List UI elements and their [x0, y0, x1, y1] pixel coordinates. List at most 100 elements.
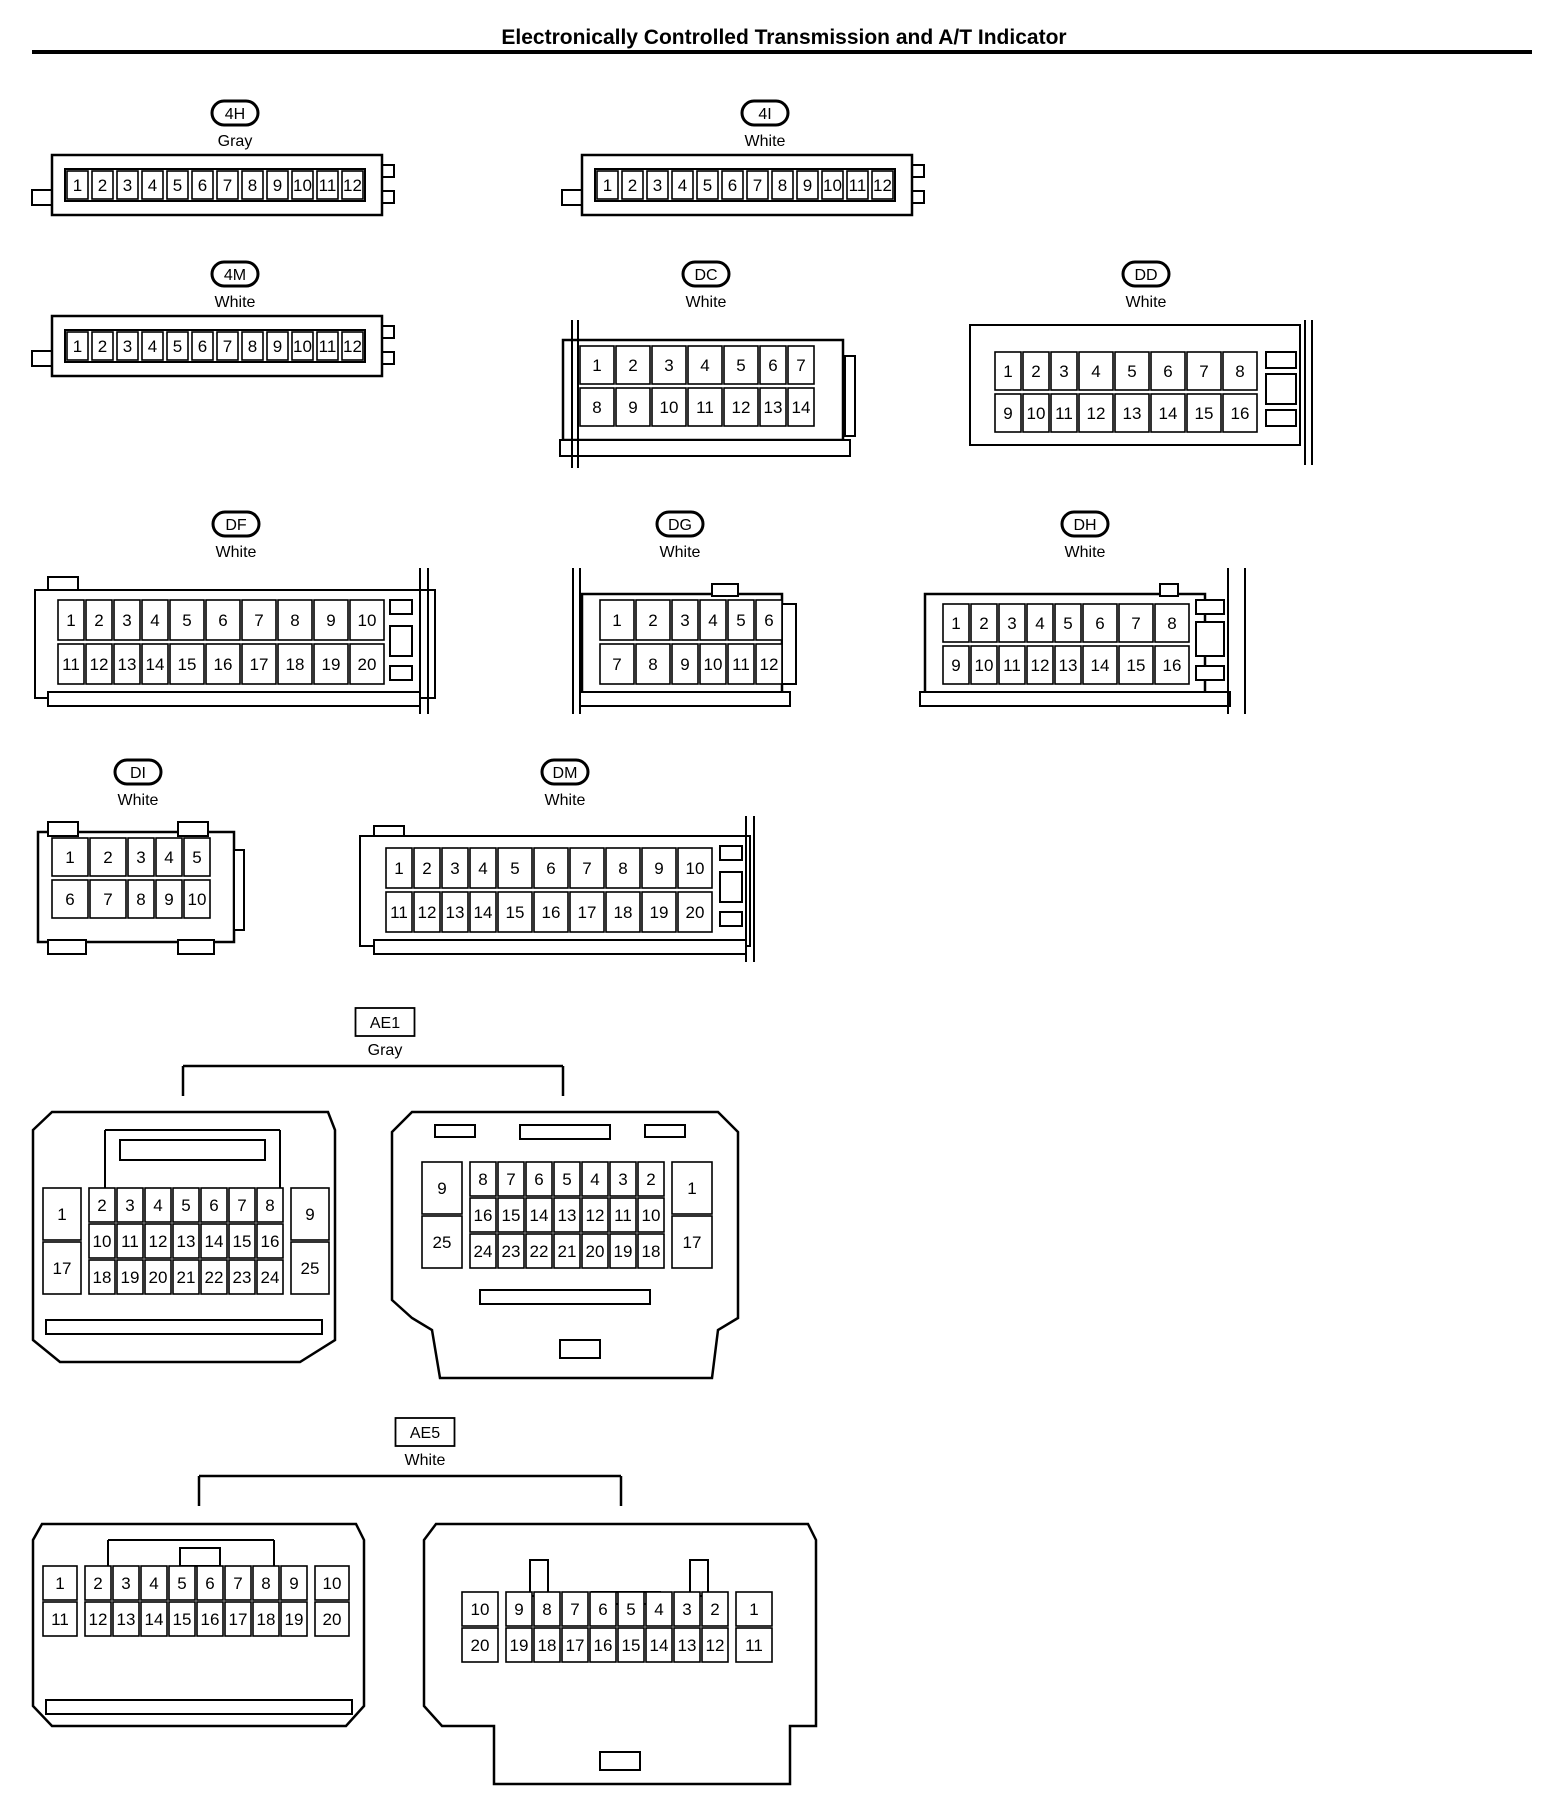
pin-number: 4 — [1091, 362, 1100, 381]
pin-number: 11 — [51, 1610, 69, 1629]
pin-box — [1078, 351, 1114, 391]
pin-cell: 4 — [141, 170, 164, 200]
pin-number: 15 — [178, 655, 197, 674]
pin-cell: 22 — [200, 1259, 228, 1295]
pin-cell: 8 — [252, 1565, 280, 1601]
pin-cell: 10 — [88, 1223, 116, 1259]
connector-color: Gray — [218, 133, 253, 150]
pin-number: 3 — [680, 611, 689, 630]
pin-cell: 8 — [256, 1187, 284, 1223]
pin-cell: 15 — [228, 1223, 256, 1259]
pin-cell: 1 — [735, 1591, 773, 1627]
connector-code: DH — [1073, 517, 1096, 534]
pin-box — [671, 643, 699, 685]
connector-color: White — [686, 294, 727, 311]
pin-cell: 21 — [553, 1233, 581, 1269]
pin-cell: 2 — [635, 599, 671, 641]
pin-box — [787, 345, 815, 385]
pin-cell: 7 — [569, 847, 605, 889]
pin-number: 8 — [290, 611, 299, 630]
pin-box — [651, 345, 687, 385]
pin-cell: 19 — [116, 1259, 144, 1295]
pin-number: 16 — [261, 1232, 280, 1251]
connector-color: Gray — [368, 1042, 403, 1059]
pin-box — [291, 331, 314, 361]
pin-cell: 3 — [127, 837, 155, 877]
housing-outline — [119, 1139, 266, 1161]
pin-number: 2 — [628, 176, 637, 195]
housing-outline — [47, 939, 87, 955]
pin-cell: 1 — [671, 1161, 713, 1215]
pin-number: 9 — [654, 859, 663, 878]
pin-cell: 8 — [533, 1591, 561, 1627]
pin-cell: 11 — [1050, 393, 1078, 433]
housing-outline — [381, 190, 395, 204]
pin-number: 15 — [622, 1636, 641, 1655]
pin-cell: 11 — [42, 1601, 78, 1637]
pin-box — [144, 1223, 172, 1259]
pin-number: 4 — [700, 356, 709, 375]
pin-box — [605, 847, 641, 889]
pin-number: 9 — [628, 398, 637, 417]
pin-box — [599, 599, 635, 641]
pin-box — [469, 1161, 497, 1197]
pin-box — [469, 891, 497, 933]
pin-box — [605, 891, 641, 933]
pin-box — [113, 643, 141, 685]
pin-number: 1 — [612, 611, 621, 630]
pin-cell: 18 — [533, 1627, 561, 1663]
pin-cell: 6 — [759, 345, 787, 385]
housing-outline — [381, 351, 395, 365]
housing-outline — [911, 164, 925, 178]
pin-number: 25 — [433, 1233, 452, 1252]
pin-number: 3 — [682, 1600, 691, 1619]
pin-cell: 1 — [66, 170, 89, 200]
pin-number: 9 — [680, 655, 689, 674]
pin-cell: 1 — [57, 599, 85, 641]
pin-cell: 4 — [671, 170, 694, 200]
pin-number: 14 — [1091, 656, 1110, 675]
pin-box — [280, 1565, 308, 1601]
connector-code-tag — [394, 1417, 456, 1447]
pin-box — [727, 643, 755, 685]
pin-cell: 8 — [1154, 603, 1190, 643]
pin-box — [196, 1601, 224, 1637]
pin-cell: 2 — [637, 1161, 665, 1197]
pin-cell: 2 — [88, 1187, 116, 1223]
connector-code: DG — [668, 517, 692, 534]
pin-cell: 12 — [1026, 645, 1054, 685]
pin-box — [168, 1565, 196, 1601]
pin-box — [89, 837, 127, 877]
pin-number: 9 — [305, 1205, 314, 1224]
pin-box — [641, 891, 677, 933]
pin-number: 15 — [1127, 656, 1146, 675]
pin-box — [569, 847, 605, 889]
pin-number: 3 — [123, 337, 132, 356]
pin-box — [1150, 351, 1186, 391]
pin-number: 14 — [146, 655, 165, 674]
pin-number: 11 — [319, 176, 337, 195]
pin-box — [42, 1187, 82, 1241]
pin-number: 23 — [502, 1242, 521, 1261]
pin-number: 7 — [254, 611, 263, 630]
housing-outline — [47, 821, 79, 837]
pin-number: 4 — [148, 176, 157, 195]
pin-cell: 12 — [701, 1627, 729, 1663]
pin-number: 7 — [223, 176, 232, 195]
pin-number: 10 — [823, 176, 842, 195]
pin-number: 6 — [768, 356, 777, 375]
pin-box — [970, 603, 998, 643]
pin-frame — [64, 168, 366, 202]
pin-number: 1 — [73, 176, 82, 195]
pin-box — [84, 1565, 112, 1601]
housing-outline — [233, 849, 245, 931]
pin-number: 3 — [121, 1574, 130, 1593]
pin-cell: 8 — [469, 1161, 497, 1197]
housing-outline — [919, 691, 1231, 707]
pin-box — [57, 599, 85, 641]
pin-number: 21 — [177, 1268, 196, 1287]
pin-number: 5 — [1063, 614, 1072, 633]
